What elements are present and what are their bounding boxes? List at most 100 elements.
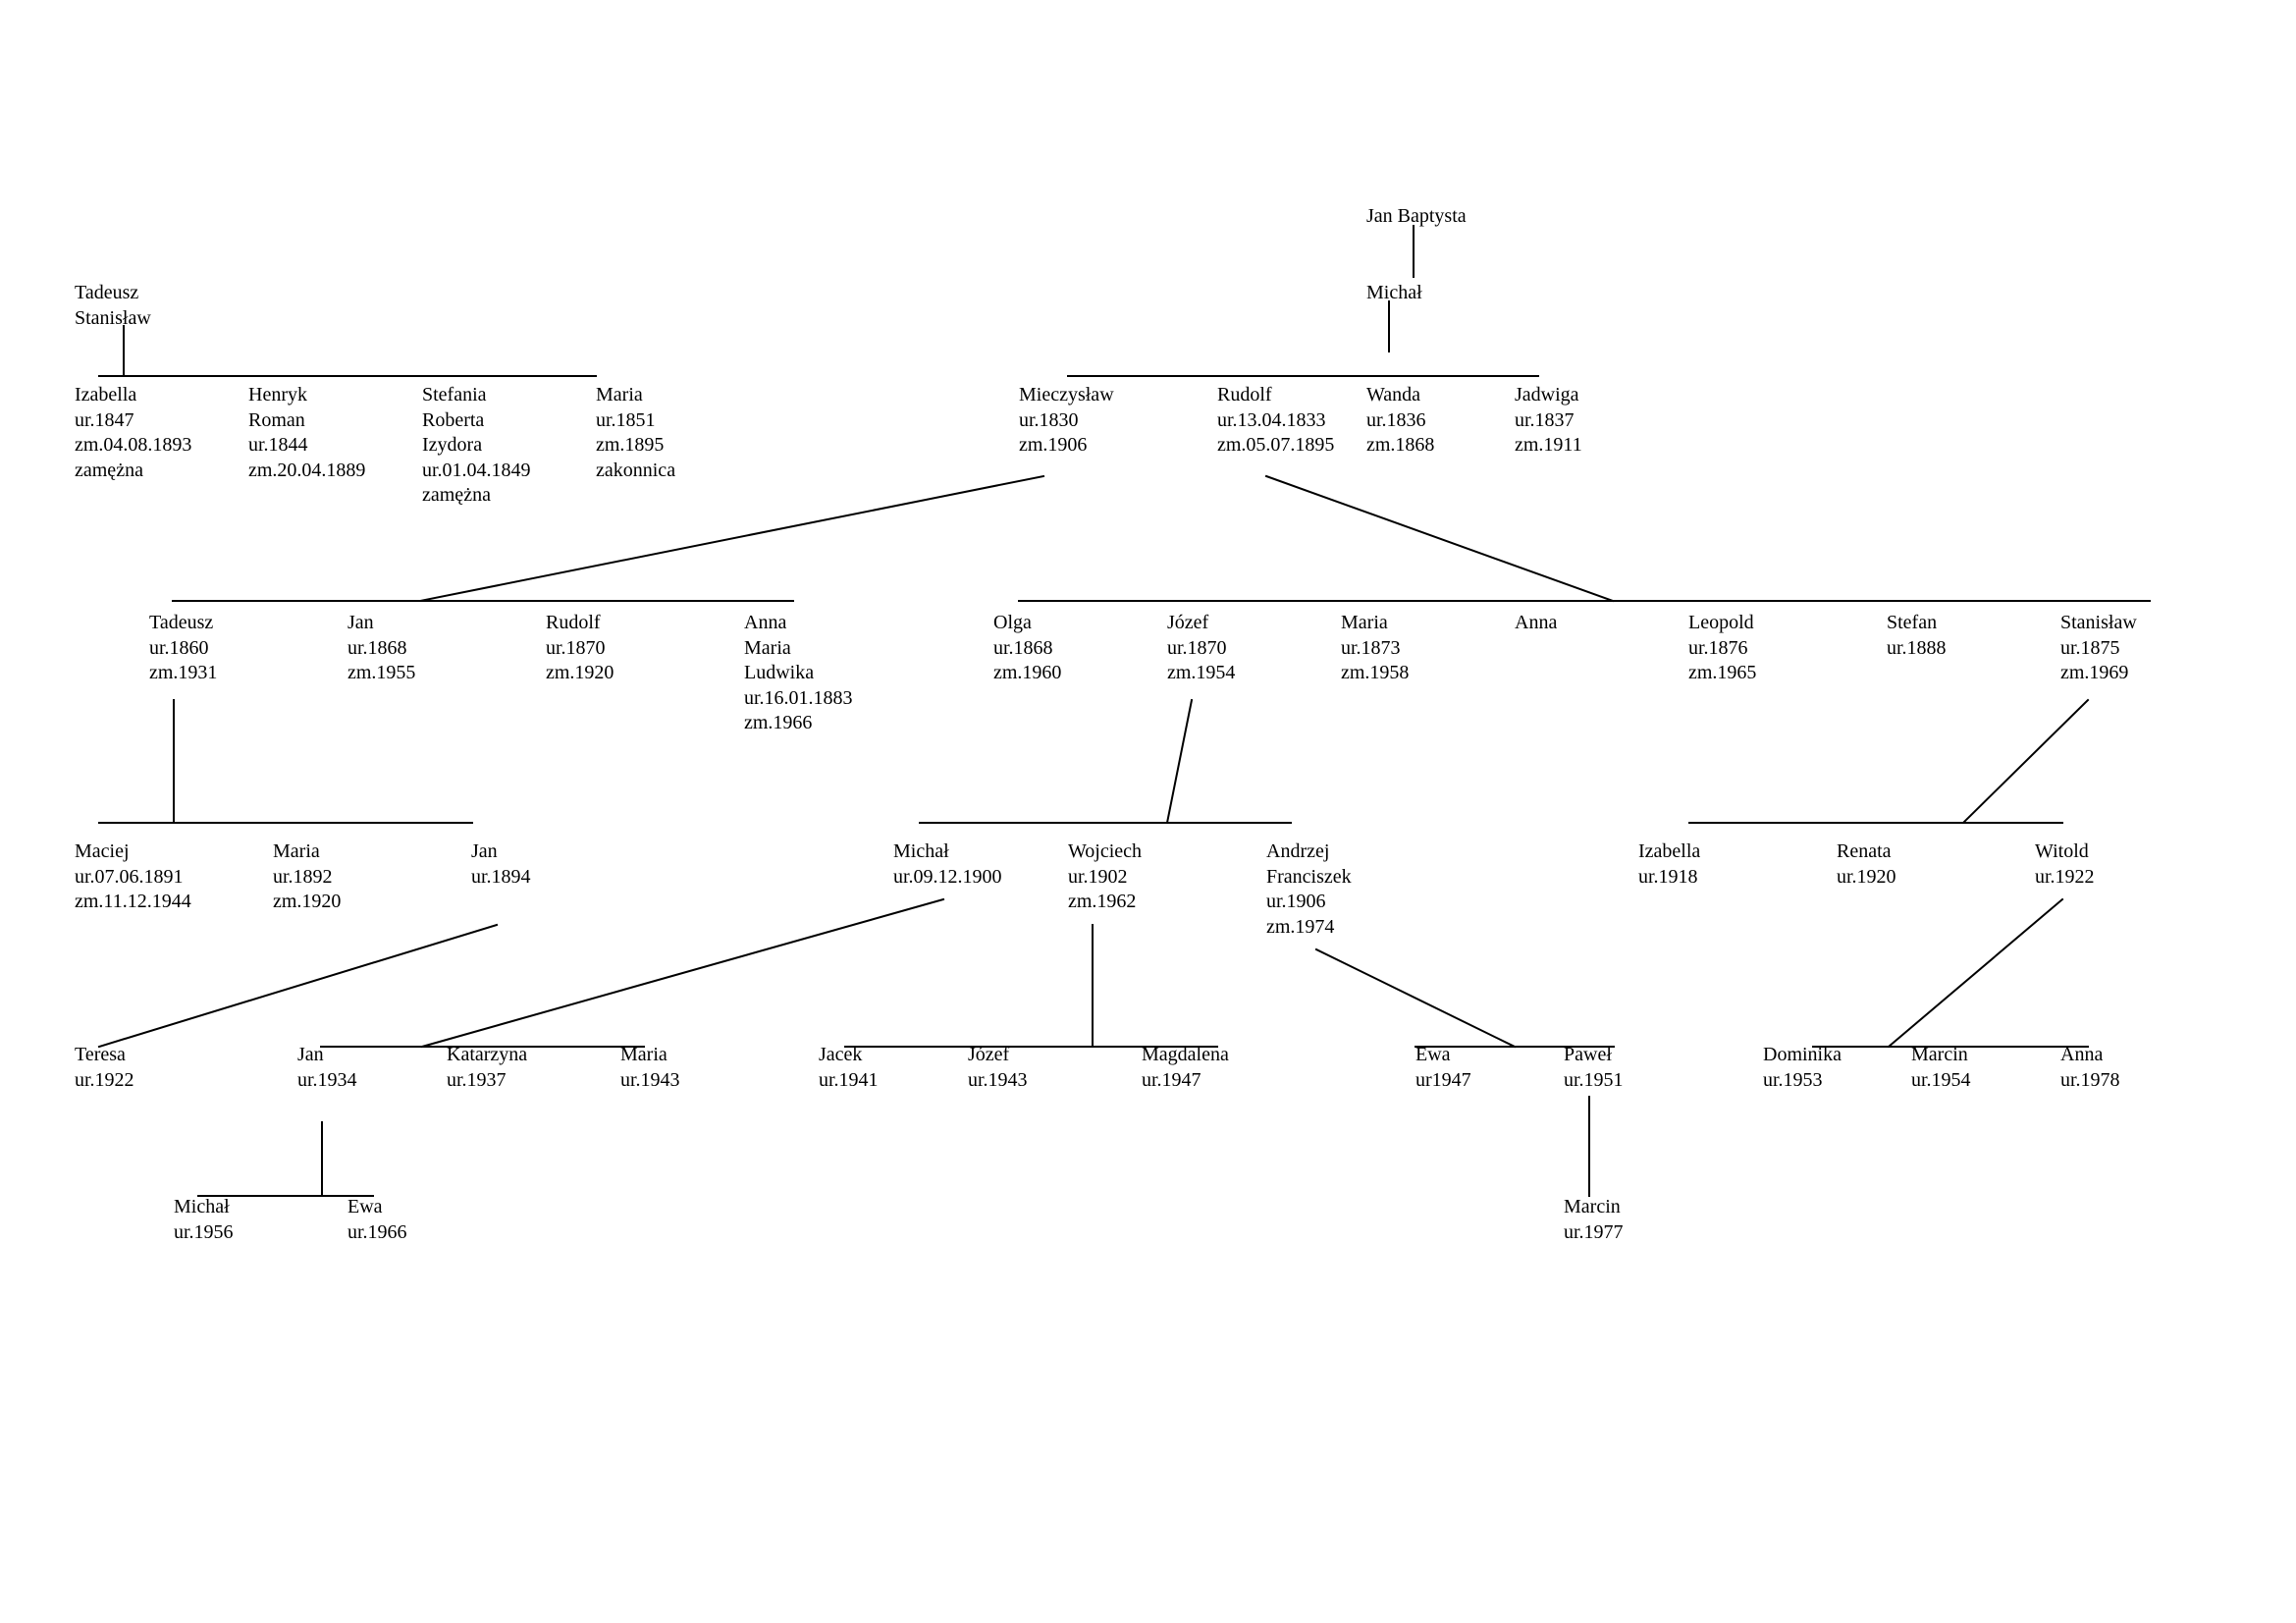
connector xyxy=(1961,698,2090,825)
person-detail: zm.1911 xyxy=(1515,434,1582,456)
person-detail: ur.1847 xyxy=(75,408,134,431)
person-detail: ur.1918 xyxy=(1638,865,1698,888)
person-detail: zm.11.12.1944 xyxy=(75,891,191,912)
person-detail: ur.16.01.1883 xyxy=(744,686,853,709)
person-detail: zm.04.08.1893 xyxy=(75,434,192,456)
person-detail: ur.1953 xyxy=(1763,1068,1823,1091)
person-detail: zm.1895 xyxy=(596,434,665,456)
person-name: Jadwiga xyxy=(1515,384,1579,406)
person-detail: ur.1951 xyxy=(1564,1068,1624,1091)
person-detail: ur.1922 xyxy=(75,1068,134,1091)
connector xyxy=(418,474,1045,603)
person-name: Witold xyxy=(2035,840,2089,862)
person-name: Anna xyxy=(1515,612,1558,633)
person-detail: ur.1870 xyxy=(546,636,606,659)
person-detail: ur.1875 xyxy=(2060,636,2120,659)
person-name: Olga xyxy=(993,612,1032,633)
person-detail: ur.1876 xyxy=(1688,636,1748,659)
person-anna-gen3: Anna xyxy=(1515,611,1557,636)
person-detail: zm.1955 xyxy=(347,662,416,683)
person-leopold: Leopold ur.1876 zm.1965 xyxy=(1688,611,1756,686)
person-jan-baptysta: Jan Baptysta xyxy=(1366,204,1467,230)
person-detail: zm.1960 xyxy=(993,662,1062,683)
connector xyxy=(97,923,499,1049)
person-detail: ur.1844 xyxy=(248,434,308,456)
person-detail: ur.1941 xyxy=(819,1068,879,1091)
person-detail: zm.1969 xyxy=(2060,662,2129,683)
person-detail: zm.1906 xyxy=(1019,434,1088,456)
person-name: Tadeusz xyxy=(149,612,214,633)
person-name: Stefan xyxy=(1887,612,1938,633)
person-name: Maria xyxy=(596,384,643,406)
person-name: Jan xyxy=(471,840,498,862)
person-detail: ur.1906 xyxy=(1266,891,1326,912)
person-name: Maria xyxy=(1341,612,1388,633)
person-name: Wojciech xyxy=(1068,840,1143,862)
person-detail: zamężna xyxy=(422,484,491,506)
person-name: Jan xyxy=(297,1044,324,1065)
person-name: Renata xyxy=(1837,840,1892,862)
person-name: Jan Baptysta xyxy=(1366,205,1467,227)
person-detail: zm.1931 xyxy=(149,662,218,683)
person-detail: ur.1851 xyxy=(596,408,656,431)
person-name: Wanda xyxy=(1366,384,1421,406)
connector xyxy=(1887,897,2064,1049)
connector xyxy=(1264,474,1615,603)
person-name: Jacek xyxy=(819,1044,863,1065)
person-detail: ur.1943 xyxy=(620,1068,680,1091)
person-name: Maciej xyxy=(75,840,130,862)
person-detail: Franciszek xyxy=(1266,865,1352,888)
person-detail: ur.1977 xyxy=(1564,1220,1624,1243)
person-name: Teresa xyxy=(75,1044,126,1065)
person-name: Anna xyxy=(2060,1044,2104,1065)
person-detail: Roberta xyxy=(422,408,485,431)
person-jacek: Jacek ur.1941 xyxy=(819,1043,879,1093)
person-detail: zm.05.07.1895 xyxy=(1217,434,1335,456)
person-detail: zm.1974 xyxy=(1266,915,1335,938)
person-detail: zm.1965 xyxy=(1688,662,1757,683)
person-name: Leopold xyxy=(1688,612,1754,633)
person-name: Tadeusz xyxy=(75,282,139,303)
person-detail: ur1947 xyxy=(1415,1068,1471,1091)
person-detail: ur.1836 xyxy=(1366,408,1426,431)
person-detail: zakonnica xyxy=(596,459,676,481)
person-detail: ur.1956 xyxy=(174,1220,234,1243)
person-detail: ur.1922 xyxy=(2035,865,2095,888)
person-name: Andrzej xyxy=(1266,840,1330,862)
person-detail: ur.13.04.1833 xyxy=(1217,408,1326,431)
person-witold: Witold ur.1922 xyxy=(2035,839,2095,890)
person-detail: ur.1870 xyxy=(1167,636,1227,659)
person-detail: zm.1954 xyxy=(1167,662,1236,683)
person-teresa: Teresa ur.1922 xyxy=(75,1043,134,1093)
person-detail: ur.1947 xyxy=(1142,1068,1201,1091)
person-detail: ur.1888 xyxy=(1887,636,1947,659)
person-name: Maria xyxy=(273,840,320,862)
person-detail: Maria xyxy=(744,636,791,659)
person-detail: ur.1868 xyxy=(993,636,1053,659)
person-name: Rudolf xyxy=(1217,384,1272,406)
